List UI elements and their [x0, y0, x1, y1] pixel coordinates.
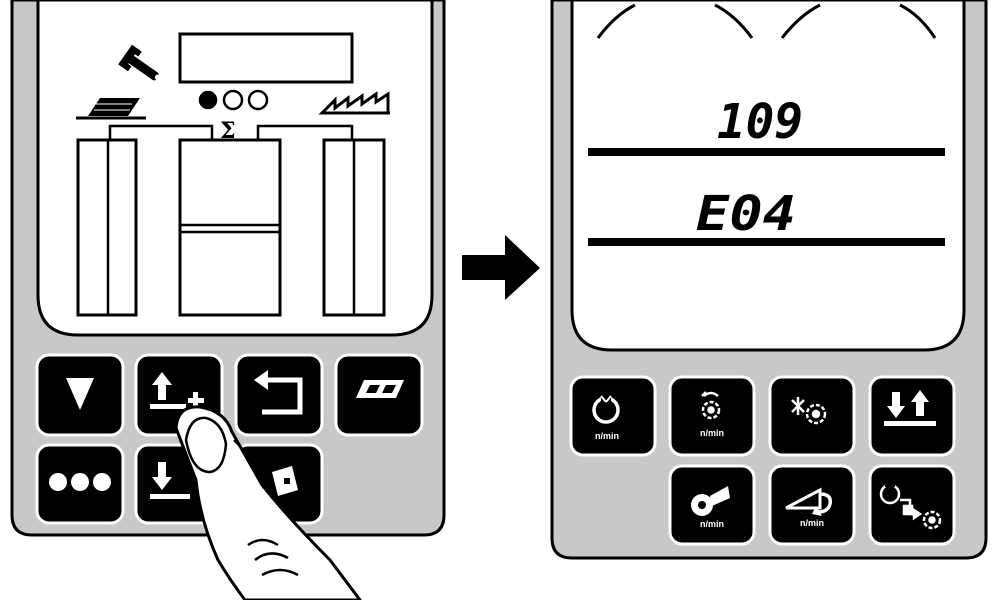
gauge-left	[76, 138, 138, 317]
key-label: n/min	[800, 518, 824, 528]
right-screen	[570, 0, 966, 352]
drum-to-gear-icon	[879, 482, 942, 530]
key-label: n/min	[700, 519, 724, 529]
indicator-dot-3	[247, 89, 269, 111]
gear-spark-icon	[791, 397, 827, 425]
feed-up-plus-icon	[150, 372, 204, 409]
fan-speed-icon	[691, 486, 730, 516]
indicator-dot-2	[222, 89, 244, 111]
key-drum-to-gear[interactable]	[868, 464, 956, 546]
display-code: E04	[696, 186, 796, 242]
key-label: n/min	[700, 428, 724, 438]
key-three-dots[interactable]	[35, 443, 125, 525]
feed-down-icon	[150, 462, 190, 499]
three-dots-icon	[49, 473, 111, 491]
ticket-icon	[356, 380, 404, 398]
key-gear-spark[interactable]	[768, 375, 856, 457]
dial-arc-3	[780, 3, 821, 39]
sawtooth-icon	[318, 91, 390, 115]
crop-swath-icon	[76, 98, 146, 120]
key-drum-speed[interactable]: n/min	[569, 375, 657, 457]
gauge-center	[178, 138, 282, 317]
key-ground-speed[interactable]: n/min	[768, 464, 856, 546]
drum-speed-icon	[592, 395, 620, 424]
rotor-speed-icon	[701, 391, 721, 420]
left-device: Σ	[10, 0, 446, 600]
key-fan-speed[interactable]: n/min	[668, 464, 756, 546]
key-rotor-speed[interactable]: n/min	[668, 375, 756, 457]
key-return[interactable]	[234, 353, 324, 437]
arrow-right-icon	[462, 235, 540, 300]
up-down-arrows-icon	[884, 390, 936, 426]
triangle-down-icon	[66, 378, 94, 410]
message-box	[178, 32, 354, 84]
key-label: n/min	[595, 431, 619, 441]
wrench-icon	[118, 44, 161, 81]
gauge-right	[322, 138, 386, 317]
key-up-down[interactable]	[868, 375, 956, 457]
display-separator-2	[588, 238, 945, 246]
card-icon	[272, 466, 298, 496]
bracket-left	[108, 124, 214, 140]
ground-speed-icon	[785, 487, 833, 516]
return-arrow-icon	[254, 370, 303, 415]
key-ticket[interactable]	[334, 353, 424, 437]
indicator-dot-1	[198, 90, 218, 110]
key-triangle-down[interactable]	[35, 353, 125, 437]
display-value: 109	[717, 94, 803, 150]
display-separator-1	[588, 148, 945, 156]
bracket-right	[256, 124, 354, 140]
sigma-symbol: Σ	[220, 118, 236, 144]
right-device: 109 E04 n/min n/min	[550, 0, 988, 560]
pressing-hand	[174, 405, 362, 600]
dial-arc-2	[714, 3, 754, 39]
dial-arc-1	[596, 3, 636, 39]
dial-arc-4	[899, 3, 937, 39]
